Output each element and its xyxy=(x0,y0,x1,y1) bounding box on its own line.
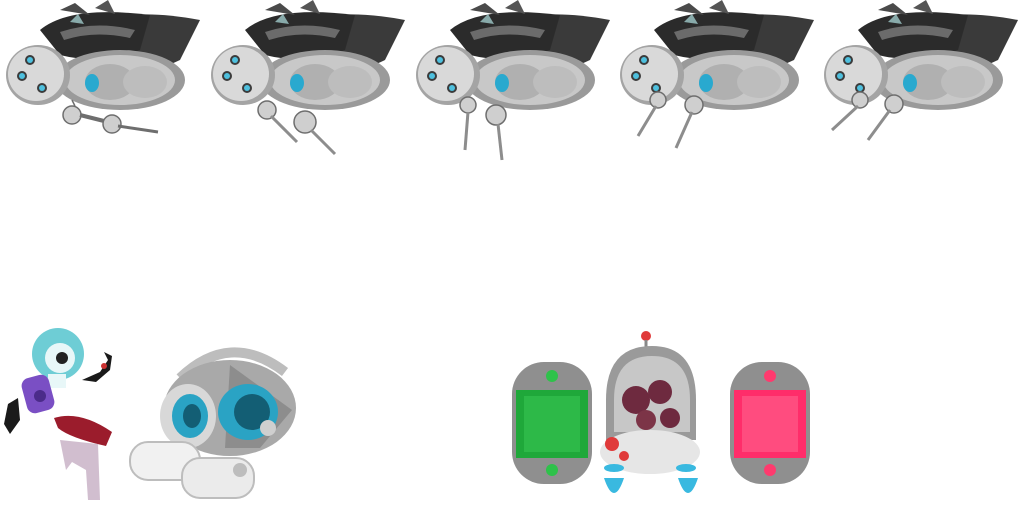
robot-legs xyxy=(459,96,507,161)
robot-legs xyxy=(636,91,704,149)
robot-frame-4 xyxy=(620,0,814,149)
green-energy-capsule xyxy=(512,362,592,484)
robot-frame-1 xyxy=(6,0,200,134)
robot-frame-5 xyxy=(824,0,1018,141)
pink-energy-capsule xyxy=(730,362,810,484)
alien-pilot-parts xyxy=(4,328,112,500)
robot-frame-3 xyxy=(416,0,610,161)
robot-legs xyxy=(62,99,159,134)
robot-legs xyxy=(257,100,337,156)
robot-frame-2 xyxy=(211,0,405,156)
armored-cannon-vehicle xyxy=(129,347,296,499)
robot-legs xyxy=(830,91,904,141)
brain-pod-capsule xyxy=(600,331,700,493)
